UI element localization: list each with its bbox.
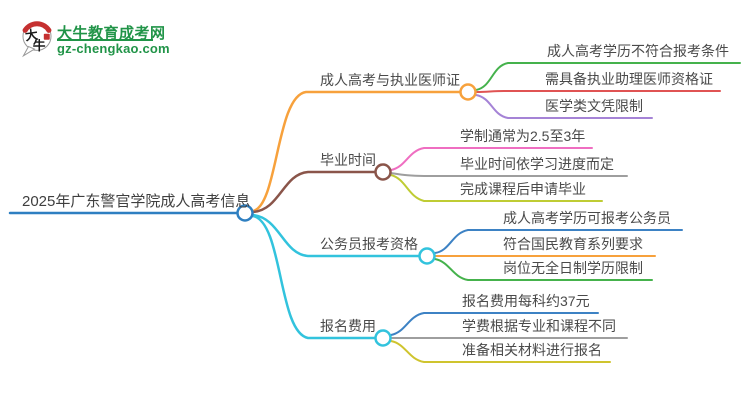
- leaf-node-3-0[interactable]: 报名费用每科约37元: [462, 293, 590, 309]
- bull-logo-icon: 大 牛: [22, 21, 52, 58]
- leaf-node-1-2[interactable]: 完成课程后申请毕业: [460, 181, 586, 197]
- leaf-connector-3-0: [390, 312, 599, 336]
- branch-topic-1[interactable]: 毕业时间: [320, 152, 376, 168]
- branch-connector-1: [251, 170, 377, 214]
- logo-divider: [57, 39, 153, 41]
- branch-topic-3[interactable]: 报名费用: [320, 318, 376, 334]
- leaf-connector-0-0: [475, 62, 741, 91]
- leaf-connector-0-2: [475, 94, 653, 119]
- leaf-connector-1-0: [390, 147, 593, 171]
- leaf-node-1-0[interactable]: 学制通常为2.5至3年: [460, 128, 586, 144]
- branch-expander-0[interactable]: [459, 83, 477, 101]
- speech-bubble-tail: [22, 45, 36, 58]
- leaf-connector-0-1: [475, 90, 721, 93]
- leaf-node-3-1[interactable]: 学费根据专业和课程不同: [462, 318, 616, 334]
- leaf-connector-1-1: [390, 172, 628, 177]
- leaf-node-2-2[interactable]: 岗位无全日制学历限制: [503, 260, 643, 276]
- logo-domain: gz-chengkao.com: [57, 41, 170, 56]
- branch-expander-2[interactable]: [418, 247, 436, 265]
- branch-topic-0[interactable]: 成人高考与执业医师证: [320, 72, 460, 88]
- red-crescent: [22, 21, 52, 33]
- branch-expander-1[interactable]: [374, 163, 392, 181]
- branch-topic-2[interactable]: 公务员报考资格: [320, 236, 418, 252]
- site-logo[interactable]: 大 牛 大牛教育成考网 gz-chengkao.com: [20, 18, 240, 66]
- branch-connector-2: [251, 213, 421, 258]
- red-seal: [43, 33, 50, 40]
- root-topic[interactable]: 2025年广东警官学院成人高考信息: [22, 193, 251, 210]
- leaf-connector-2-2: [434, 258, 653, 281]
- leaf-node-0-1[interactable]: 需具备执业助理医师资格证: [545, 71, 713, 87]
- leaf-node-0-2[interactable]: 医学类文凭限制: [545, 98, 643, 114]
- leaf-node-0-0[interactable]: 成人高考学历不符合报考条件: [547, 43, 729, 59]
- leaf-connector-3-2: [390, 340, 611, 363]
- branch-expander-3[interactable]: [374, 329, 392, 347]
- branch-connector-0: [251, 90, 462, 213]
- logo-title: 大牛教育成考网: [57, 25, 166, 42]
- leaf-node-2-1[interactable]: 符合国民教育系列要求: [503, 236, 643, 252]
- leaf-connector-1-2: [390, 174, 603, 202]
- leaf-node-1-1[interactable]: 毕业时间依学习进度而定: [460, 156, 614, 172]
- logo-char-top: 大: [24, 27, 39, 44]
- leaf-node-2-0[interactable]: 成人高考学历可报考公务员: [503, 210, 671, 226]
- logo-char-bottom: 牛: [33, 38, 46, 53]
- root-expander[interactable]: [236, 204, 254, 222]
- leaf-node-3-2[interactable]: 准备相关材料进行报名: [462, 342, 602, 358]
- branch-connector-3: [251, 214, 377, 340]
- leaf-connector-2-0: [434, 229, 683, 254]
